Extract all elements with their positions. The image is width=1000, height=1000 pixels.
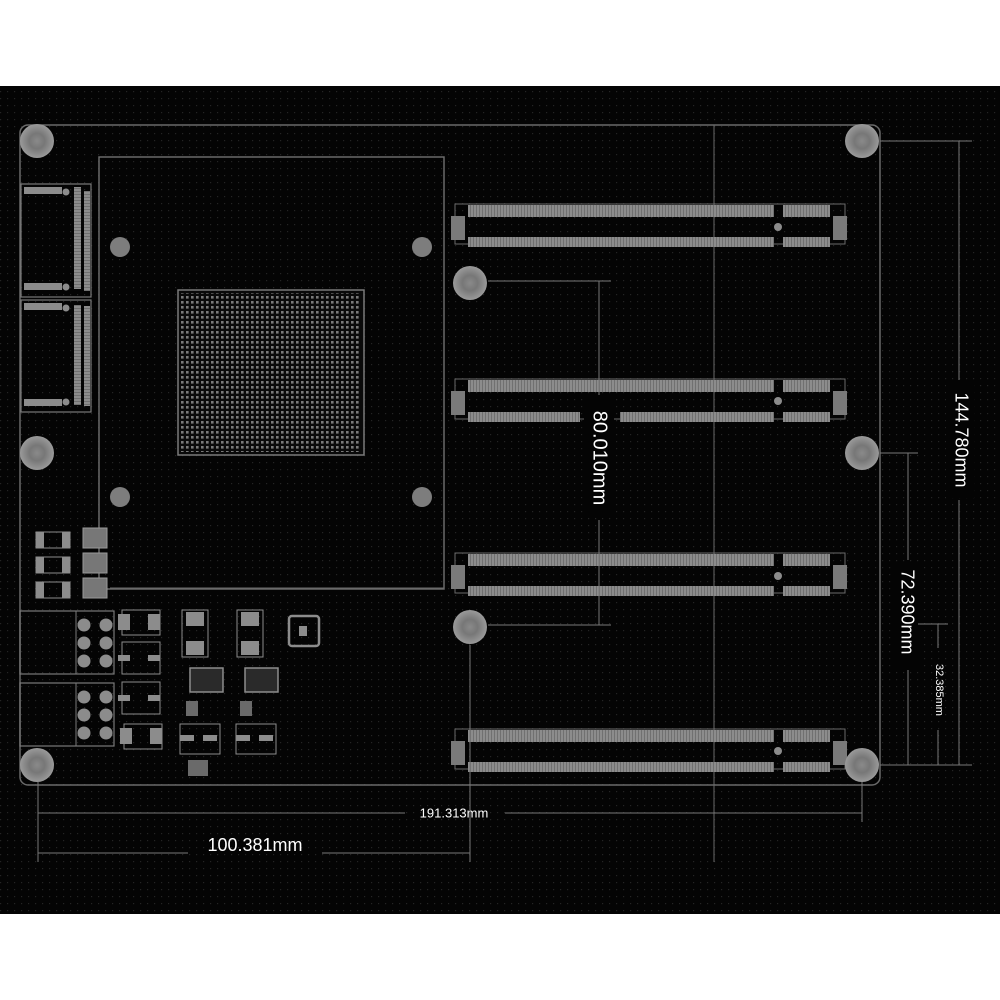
rj45-port-bottom [19, 682, 115, 747]
pcb-drawing: 80.010mm 144.780mm 72.390mm 32.385mm 191… [0, 86, 1000, 914]
memory-slot-4 [451, 728, 847, 772]
label-80-010mm: 80.010mm [589, 411, 611, 506]
label-191-313mm: 191.313mm [420, 805, 489, 820]
mounting-holes [20, 124, 879, 782]
rj45-port-top [19, 610, 115, 675]
m2-connector-bottom [20, 299, 92, 413]
passive-components [35, 527, 444, 599]
label-72-390mm: 72.390mm [897, 569, 917, 654]
m2-connector-top [20, 183, 92, 298]
dimension-board-width: 191.313mm [37, 782, 863, 862]
misc-ics [118, 609, 321, 776]
label-32-385mm: 32.385mm [933, 664, 945, 716]
cpu-socket [98, 156, 445, 590]
memory-slot-2 [451, 378, 847, 422]
dimension-slot-offset: 32.385mm [918, 623, 948, 765]
dimension-slot-pitch-a: 80.010mm [488, 280, 614, 626]
label-144-780mm: 144.780mm [951, 392, 971, 487]
memory-slot-1 [451, 203, 847, 247]
bga-chip [177, 289, 365, 456]
board-outline [19, 124, 881, 786]
memory-slot-3 [451, 552, 847, 596]
dimension-cpu-offset: 100.381mm [38, 645, 471, 862]
pcb-drawing-canvas: 80.010mm 144.780mm 72.390mm 32.385mm 191… [0, 86, 1000, 914]
dimension-board-height: 144.780mm [880, 140, 974, 766]
dimension-slot-pitch-b: 72.390mm [880, 452, 922, 765]
label-100-381mm: 100.381mm [207, 835, 302, 855]
